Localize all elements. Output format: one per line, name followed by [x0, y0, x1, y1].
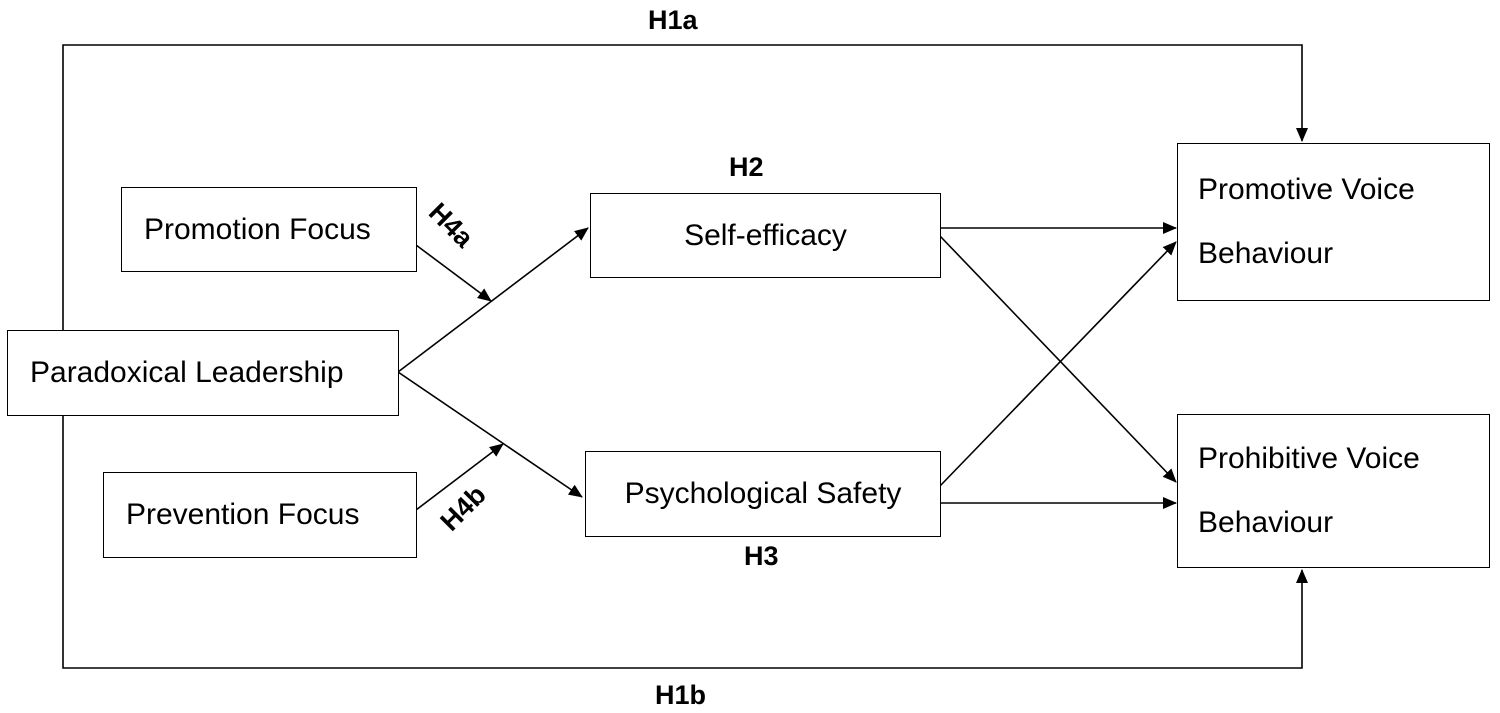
- arrow-pl-to-self-efficacy: [397, 227, 589, 373]
- node-prevention-focus: Prevention Focus: [103, 472, 417, 558]
- node-promotive-voice-line2: Behaviour: [1198, 237, 1334, 270]
- node-self-efficacy: Self-efficacy: [590, 193, 941, 278]
- node-prohibitive-voice-behaviour: Prohibitive Voice Behaviour: [1177, 414, 1490, 568]
- arrow-h1a: [62, 44, 1308, 330]
- node-promotive-voice-behaviour: Promotive Voice Behaviour: [1177, 143, 1490, 301]
- node-prevention-focus-label: Prevention Focus: [126, 498, 360, 531]
- node-paradoxical-leadership: Paradoxical Leadership: [7, 330, 399, 416]
- node-self-efficacy-label: Self-efficacy: [684, 218, 847, 252]
- arrow-se-to-prohibitive: [939, 235, 1177, 483]
- arrow-pl-to-psych-safety: [397, 371, 583, 498]
- arrow-promotion-focus-moderation: [415, 244, 492, 302]
- node-promotion-focus-label: Promotion Focus: [144, 212, 371, 246]
- label-h1a: H1a: [648, 5, 698, 35]
- label-h2: H2: [729, 152, 764, 182]
- node-promotive-voice-line1: Promotive Voice: [1198, 173, 1415, 206]
- arrow-prevention-focus-moderation: [415, 443, 504, 511]
- node-psychological-safety-label: Psychological Safety: [624, 477, 902, 510]
- node-paradoxical-leadership-label: Paradoxical Leadership: [30, 356, 344, 389]
- label-h3: H3: [744, 541, 779, 571]
- node-promotion-focus: Promotion Focus: [121, 187, 417, 272]
- node-prohibitive-voice-line2: Behaviour: [1198, 506, 1334, 539]
- label-h1b: H1b: [655, 680, 707, 710]
- arrow-h1b: [62, 416, 1308, 669]
- node-psychological-safety: Psychological Safety: [585, 451, 941, 537]
- node-prohibitive-voice-line1: Prohibitive Voice: [1198, 442, 1420, 475]
- arrow-ps-to-promotive: [939, 241, 1177, 487]
